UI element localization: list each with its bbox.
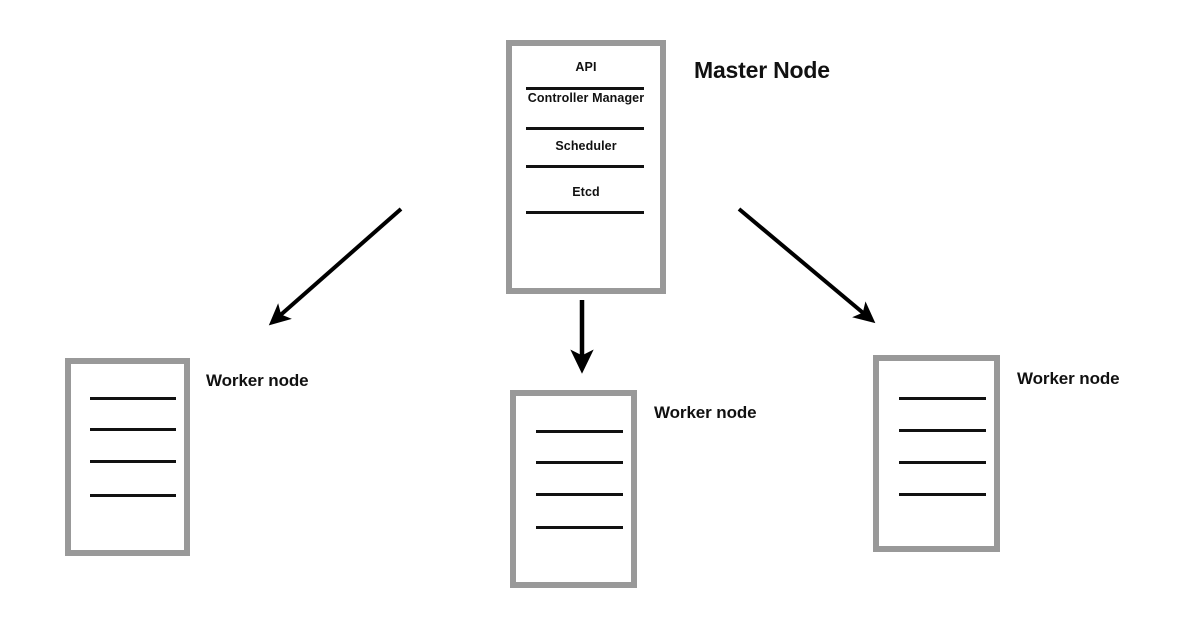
worker-right-line-1: [899, 397, 986, 400]
worker-center-line-2: [536, 461, 623, 464]
worker-left-line-4: [90, 494, 176, 497]
worker-node-right-label: Worker node: [1017, 369, 1120, 388]
worker-center-line-3: [536, 493, 623, 496]
master-component-scheduler: Scheduler: [555, 139, 617, 153]
master-node-box[interactable]: API Controller Manager Scheduler Etcd: [506, 40, 666, 294]
worker-node-right-box[interactable]: [873, 355, 1000, 552]
worker-left-line-3: [90, 460, 176, 463]
worker-center-line-4: [536, 526, 623, 529]
worker-node-center-label: Worker node: [654, 403, 757, 422]
arrow-master-to-worker-right: [737, 207, 876, 324]
master-component-etcd: Etcd: [572, 185, 600, 199]
arrow-master-to-worker-left: [268, 207, 403, 326]
master-component-controller-manager: Controller Manager: [527, 91, 645, 105]
worker-right-line-3: [899, 461, 986, 464]
master-divider-1: [526, 87, 644, 90]
master-divider-4: [526, 211, 644, 214]
worker-node-left-box[interactable]: [65, 358, 190, 556]
worker-left-line-2: [90, 428, 176, 431]
worker-right-line-2: [899, 429, 986, 432]
master-divider-3: [526, 165, 644, 168]
worker-right-line-4: [899, 493, 986, 496]
master-divider-2: [526, 127, 644, 130]
master-node-label: Master Node: [694, 57, 830, 83]
worker-left-line-1: [90, 397, 176, 400]
master-component-api: API: [575, 60, 597, 74]
worker-node-center-box[interactable]: [510, 390, 637, 588]
worker-node-left-label: Worker node: [206, 371, 309, 390]
worker-center-line-1: [536, 430, 623, 433]
